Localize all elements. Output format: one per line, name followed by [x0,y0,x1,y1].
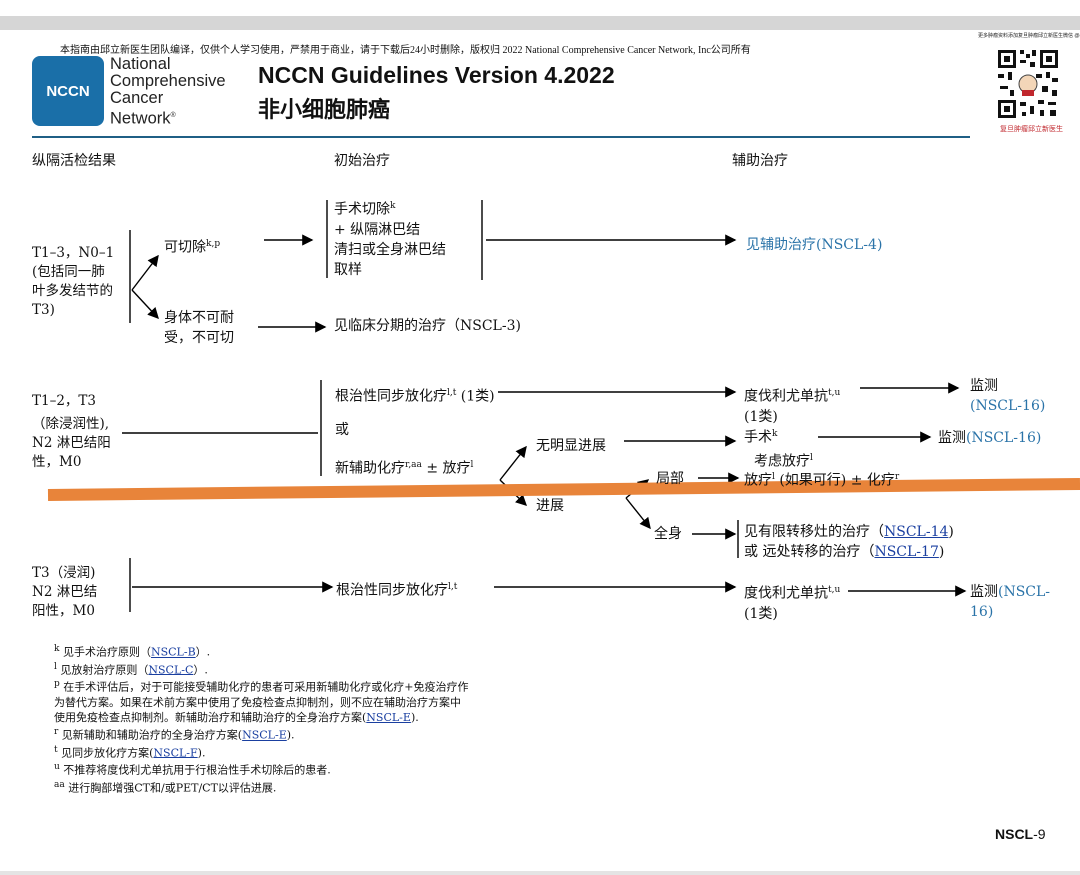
systemic-treatment: 见有限转移灶的治疗（NSCL-14) 或 远处转移的治疗（NSCL-17) [744,524,954,560]
page-number: NSCL-9 [995,826,1046,842]
definitive-chemoradiation: 根治性同步放化疗l,t (1类) [335,388,495,405]
surveillance-row2: 监测 (NSCL-16) [970,378,1046,414]
durvalumab-row3: 度伐利尤单抗t,u (1类) [744,585,841,622]
or-label: 或 [335,422,349,438]
row3-condition: T3（浸润)N2 淋巴结阳性，M0 [32,565,98,619]
surveillance-row2b: 监测(NSCL-16) [938,430,1042,446]
org-name: National Comprehensive Cancer Network® [110,55,226,128]
col-header-mediastinal-biopsy: 纵隔活检结果 [32,153,116,169]
systemic-label: 全身 [654,526,682,542]
adjuvant-link[interactable]: 见辅助治疗(NSCL-4) [746,237,883,253]
footnote-u: u 不推荐将度伐利尤单抗用于行根治性手术切除后的患者. [54,762,331,777]
overlay-stroke [47,478,1080,501]
clinical-stage-ref[interactable]: 见临床分期的治疗（NSCL-3) [334,318,521,334]
bottom-bar [0,871,1080,875]
row2-condition: T1–2，T3 （除浸润性), N2 淋巴结阳性，M0 [32,393,111,470]
progression-label: 进展 [536,498,564,514]
page-title: NCCN Guidelines Version 4.2022 [258,62,615,88]
footnote-r: r 见新辅助和辅助治疗的全身治疗方案(NSCL-E). [54,726,295,742]
footnotes: k 见手术治疗原则（NSCL-B）. l 见放射治疗原则（NSCL-C）. p … [54,642,468,796]
disclaimer-text: 本指南由邱立新医生团队编译，仅供个人学习使用，严禁用于商业，请于下载后24小时删… [60,45,751,56]
footnote-p: p 在手术评估后，对于可能接受辅助化疗的患者可采用新辅助化疗或化疗+免疫治疗作 [54,679,469,694]
footnote-aa: aa 进行胸部增强CT和/或PET/CT以评估进展. [54,779,277,795]
page-subtitle: 非小细胞肺癌 [258,97,391,122]
footnote-k: k 见手术治疗原则（NSCL-B）. [54,644,211,659]
surgery-resection-box: 手术切除k + 纵隔淋巴结清扫或全身淋巴结取样 [334,201,446,278]
nscl-17-link[interactable]: NSCL-17 [874,544,939,560]
resectable-label: 可切除k,p [164,239,221,256]
surveillance-link-3[interactable]: (NSCL- [998,584,1051,600]
nscl-14-link[interactable]: NSCL-14 [884,524,949,540]
nccn-logo: NCCN [32,56,104,126]
header-rule [32,136,970,138]
surveillance-link-2[interactable]: (NSCL-16) [966,430,1042,446]
qr-label: 复旦肿瘤邱立新医生 [1000,126,1063,133]
no-progression-label: 无明显进展 [536,438,606,454]
col-header-initial-treatment: 初始治疗 [334,153,390,169]
neoadjuvant-chemo: 新辅助化疗r,aa ± 放疗l [335,460,474,477]
surveillance-link[interactable]: (NSCL-16) [970,398,1046,414]
footnote-p-cont1: 为替代方案。如果在术前方案中使用了免疫检查点抑制剂，则不应在辅助治疗方案中 [54,695,461,709]
local-treatment: 放疗l (如果可行) ± 化疗r [744,472,900,489]
top-bar [0,16,1080,30]
footnote-t: t 见同步放化疗方案(NSCL-F). [54,744,206,760]
definitive-chemoradiation-row3: 根治性同步放化疗l,t [336,582,458,599]
surveillance-row3: 监测(NSCL- 16) [970,584,1051,620]
footnote-p-cont2: 使用免疫检查点抑制剂。新辅助治疗和辅助治疗的全身治疗方案(NSCL-E). [54,710,419,724]
surgery-option: 手术k 考虑放疗l [744,429,813,470]
col-header-adjuvant-treatment: 辅助治疗 [732,153,788,169]
durvalumab-row2: 度伐利尤单抗t,u (1类) [744,388,841,425]
local-label: 局部 [656,471,684,487]
footnote-l: l 见放射治疗原则（NSCL-C）. [54,661,208,677]
intolerant-label: 身体不可耐受，不可切 [164,310,234,346]
qr-code-image [996,46,1060,122]
qr-caption: 更多肿瘤资料添加复旦肿瘤邱立新医生微信 @eilidoong以提：1391801… [978,33,1080,39]
